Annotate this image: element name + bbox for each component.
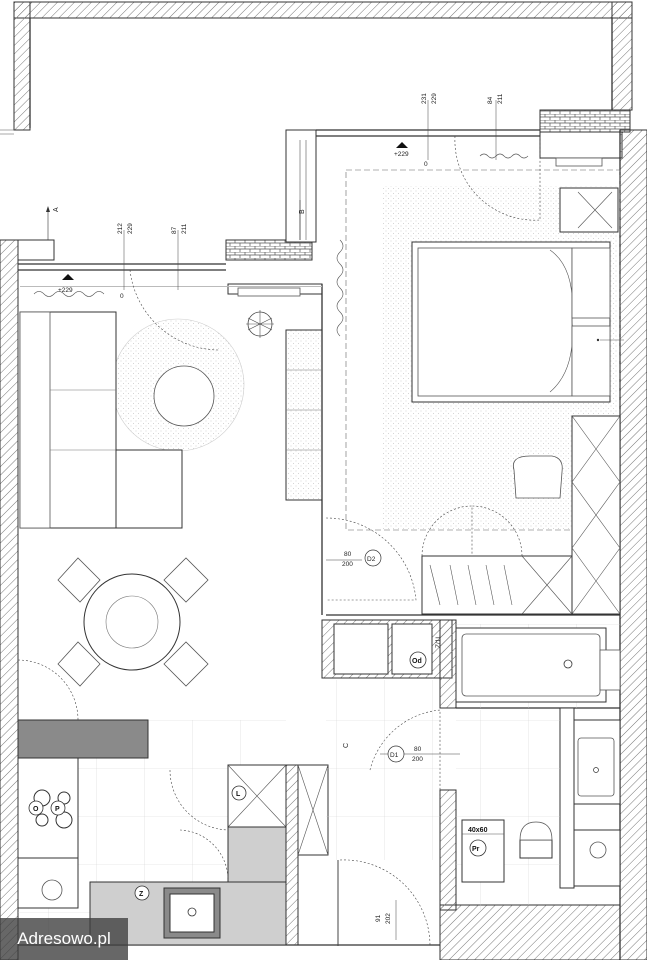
dim-window-1-bottom: 229	[127, 223, 134, 234]
z-tag: Z	[139, 891, 144, 898]
wall-note: Z/1L	[435, 635, 442, 648]
wardrobe	[421, 415, 621, 615]
hall	[326, 680, 440, 860]
dim-window-3-bottom: 229	[431, 93, 438, 104]
bedroom	[336, 135, 624, 615]
section-b-label: B	[299, 209, 306, 214]
sofa	[19, 311, 183, 529]
section-c-label: C	[343, 743, 350, 748]
sink	[163, 887, 221, 939]
door-d1-width: 80	[414, 746, 422, 753]
entry-door-width: 91	[375, 914, 382, 922]
door-d2-width: 80	[344, 551, 352, 558]
level-label-living: +229	[58, 287, 73, 294]
tv-cabinet	[285, 329, 323, 501]
living-room	[17, 269, 417, 721]
o-tag: O	[33, 806, 39, 813]
door-d1-tag: D1	[390, 752, 399, 759]
dim-window-4-bottom: 211	[497, 93, 504, 104]
toilet-icon	[519, 821, 553, 859]
cooktop	[33, 789, 73, 829]
entry-door-height: 202	[385, 913, 392, 924]
dim-window-1-top: 212	[117, 223, 124, 234]
od-tag: Od	[412, 658, 422, 665]
plant-icon	[246, 310, 274, 338]
watermark-logo: Adresowo.pl	[0, 918, 128, 960]
section-a-label: A	[53, 207, 60, 212]
zero-label-bedroom: 0	[424, 161, 428, 168]
pr-tag: Pr	[472, 846, 480, 853]
exterior-walls	[0, 109, 647, 960]
armchair	[512, 455, 563, 499]
pr-size-label: 40x60	[468, 827, 488, 834]
dim-window-3-top: 231	[421, 93, 428, 104]
dining-table	[57, 557, 209, 687]
bathroom	[369, 624, 621, 910]
level-label-bedroom: +229	[394, 151, 409, 158]
l-tag: L	[236, 791, 241, 798]
dim-window-2-bottom: 211	[181, 223, 188, 234]
p-tag: P	[55, 806, 60, 813]
door-d2-tag: D2	[367, 556, 376, 563]
zero-label-living: 0	[120, 293, 124, 300]
door-d2-height: 200	[342, 561, 353, 568]
door-d1-height: 200	[412, 756, 423, 763]
dim-window-4-top: 84	[487, 96, 494, 104]
kitchen	[17, 719, 431, 947]
balcony	[0, 1, 633, 135]
bed	[411, 241, 624, 403]
plan-labels: A B C 212 229 87 211 231 229 84 211 +229…	[28, 93, 504, 924]
dim-window-2-top: 87	[171, 226, 178, 234]
